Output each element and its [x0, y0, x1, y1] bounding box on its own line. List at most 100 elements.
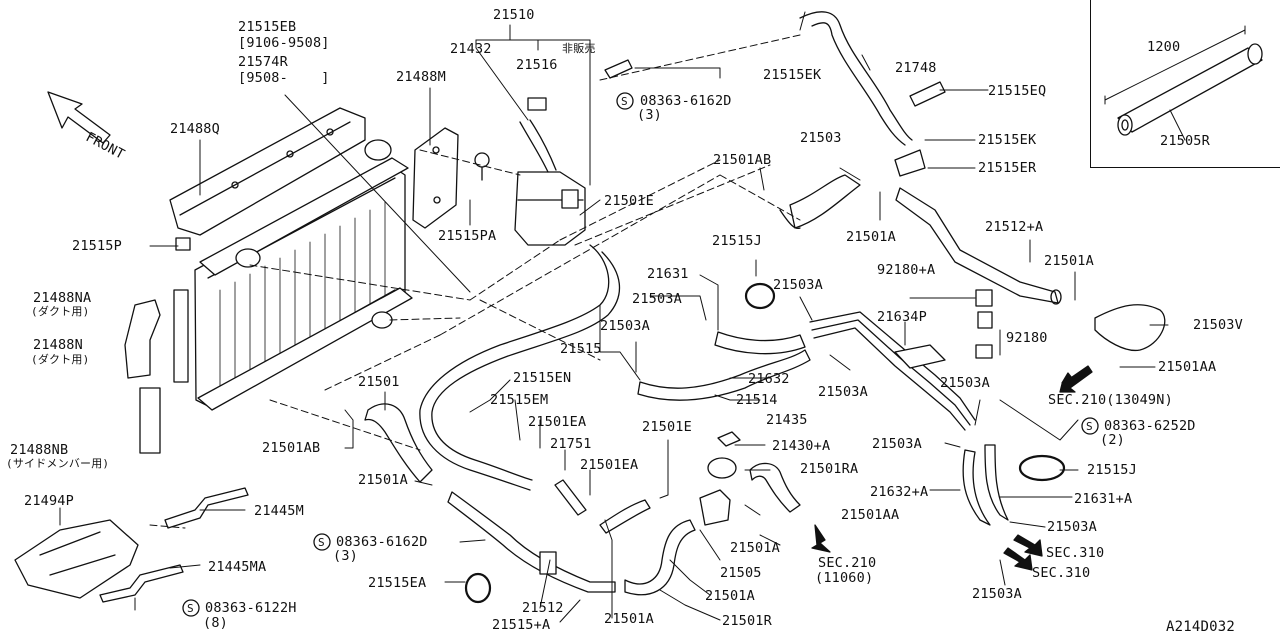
part-label: 21748	[895, 60, 937, 76]
part-label: 21488NA	[33, 290, 92, 306]
part-label: 21751	[550, 436, 592, 452]
hose-21501RA	[749, 462, 801, 513]
overflow-hose	[799, 11, 913, 146]
part-label: 21501AB	[262, 440, 321, 456]
bolt-qty: (2)	[1100, 432, 1125, 448]
part-label: 21515EB	[238, 19, 297, 35]
part-label: 21514	[736, 392, 778, 408]
part-note: (サイドメンバー用)	[6, 457, 110, 470]
radiator-support-bracket	[169, 107, 366, 236]
part-label: 21515EN	[513, 370, 572, 386]
part-label: 92180	[1006, 330, 1048, 346]
part-label: 21515EM	[490, 392, 549, 408]
part-label: 21515J	[712, 233, 762, 249]
part-label: 21503A	[872, 436, 922, 452]
part-label: 21634P	[877, 309, 927, 325]
part-label: 21515PA	[438, 228, 497, 244]
part-label: 21503A	[600, 318, 650, 334]
part-note: (ダクト用)	[31, 305, 90, 318]
thermostat-housing	[699, 431, 741, 526]
part-label: 21631+A	[1074, 491, 1133, 507]
part-label: 92180+A	[877, 262, 936, 278]
part-label: 21503	[800, 130, 842, 146]
front-arrow-icon	[47, 91, 111, 144]
bolt-marker: S	[1086, 420, 1093, 433]
sec-label: SEC.210	[818, 555, 877, 571]
clamp-21515ER	[894, 149, 926, 177]
part-label: 21501E	[604, 193, 654, 209]
part-label: 21501EA	[528, 414, 587, 430]
part-label: 21501AB	[713, 152, 772, 168]
band-clamp-21515EA	[464, 572, 492, 604]
inset-length: 1200	[1147, 39, 1181, 55]
part-label: 21503A	[632, 291, 682, 307]
part-label: 21515EK	[978, 132, 1037, 148]
radiator	[194, 139, 413, 411]
under-cover	[14, 519, 139, 599]
part-label: 21503V	[1193, 317, 1243, 333]
part-label: 21512	[522, 600, 564, 616]
bolt-qty: (3)	[333, 548, 358, 564]
part-label: 21501R	[722, 613, 772, 629]
inset-hose	[1104, 25, 1263, 141]
part-label: 21488NB	[10, 442, 69, 458]
diagram-ref-code: A214D032	[1166, 619, 1236, 635]
part-label: 21501A	[604, 611, 654, 627]
bolt-qty: (3)	[637, 107, 662, 123]
part-label: 21515EK	[763, 67, 822, 83]
bushing-92180	[975, 289, 993, 359]
bolt-marker: S	[187, 602, 194, 615]
part-label: 21515EA	[368, 575, 427, 591]
part-label: 21516	[516, 57, 558, 73]
part-label: 21501E	[642, 419, 692, 435]
clip-21515PA	[474, 152, 490, 181]
part-label: 21501A	[358, 472, 408, 488]
side-plate	[412, 127, 459, 229]
part-label: 21503A	[818, 384, 868, 400]
sec-arrow-icons	[811, 365, 1093, 571]
bolt-marker-icons	[182, 92, 1099, 617]
bracket-21445MA	[99, 564, 184, 603]
part-label: 21501AA	[1158, 359, 1217, 375]
part-label: 21512+A	[985, 219, 1044, 235]
part-label: 21501	[358, 374, 400, 390]
band-clamp-21515J	[744, 282, 776, 310]
inset-part-label: 21505R	[1160, 133, 1210, 149]
clamp-21515EQ	[909, 81, 946, 107]
dashed-leaders	[149, 34, 801, 529]
part-label: 21435	[766, 412, 808, 428]
bracket-21445M	[164, 487, 249, 529]
bolt-label: 08363-6122H	[205, 600, 297, 616]
lower-hose-21515	[419, 244, 621, 491]
water-pipe-21512	[447, 491, 616, 593]
part-label: 21501A	[846, 229, 896, 245]
part-label: 21488Q	[170, 121, 220, 137]
part-label: 21631	[647, 266, 689, 282]
part-label: 21445M	[254, 503, 304, 519]
part-range: [9508- ]	[238, 70, 330, 86]
part-label: 21430+A	[772, 438, 831, 454]
part-label: 21501RA	[800, 461, 859, 477]
clip-21515P	[175, 237, 191, 251]
water-pipe	[895, 187, 1062, 305]
part-label: 21501EA	[580, 457, 639, 473]
part-label: 21574R	[238, 54, 288, 70]
part-label: 21510	[493, 7, 535, 23]
part-label: 21503A	[1047, 519, 1097, 535]
bolt-marker: S	[621, 95, 628, 108]
inset-frame	[1090, 0, 1280, 168]
part-range: [9106-9508]	[238, 35, 330, 51]
part-label: 21488M	[396, 69, 446, 85]
part-label: 21494P	[24, 493, 74, 509]
solid-leaders	[59, 11, 1169, 623]
bypass-parts	[554, 479, 651, 534]
duct-21488NB	[139, 387, 161, 454]
hose-21503V	[1094, 304, 1166, 352]
heater-pipes	[809, 311, 976, 431]
hose-21501R	[624, 519, 696, 596]
part-label: 21503A	[773, 277, 823, 293]
part-label: 21445MA	[208, 559, 267, 575]
part-label: 21432	[450, 41, 492, 57]
